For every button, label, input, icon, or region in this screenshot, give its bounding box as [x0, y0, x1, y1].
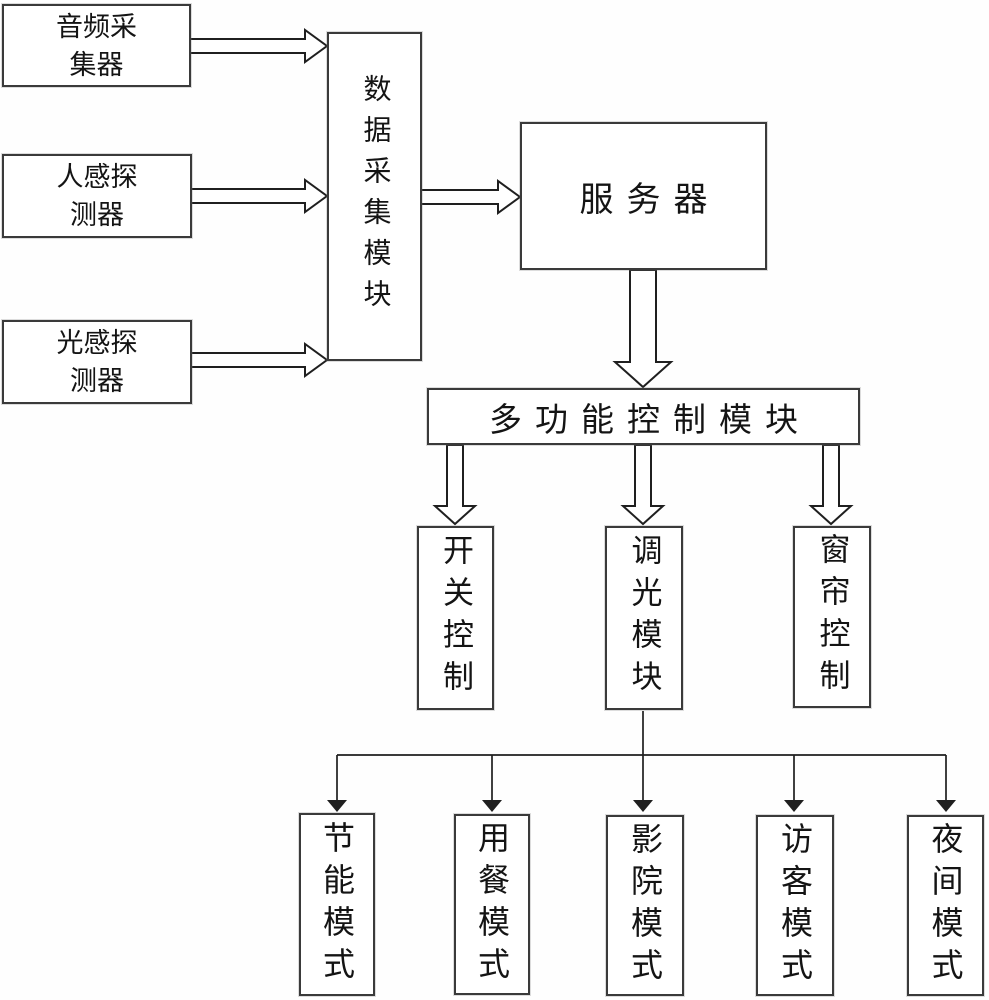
arrowhead-energy-saving: [327, 800, 347, 812]
node-switch-control: 开关控制: [417, 526, 494, 710]
node-light-sensor-label: 光感探 测器: [56, 328, 138, 396]
node-curtain-control-label: 窗帘控制: [814, 533, 850, 701]
arrow-light-sensor-to-data-module: [189, 342, 329, 378]
arrowhead-visitor: [784, 800, 804, 812]
node-audio-collector: 音频采 集器: [2, 4, 191, 87]
node-cinema-mode: 影院模式: [606, 815, 684, 996]
arrow-control-to-dimming: [620, 444, 666, 526]
node-server: 服务器: [520, 122, 767, 270]
node-human-sensor: 人感探 测器: [2, 154, 192, 238]
node-data-collection-module-label: 数据采集模块: [359, 73, 391, 320]
arrow-server-to-control-module: [612, 269, 674, 389]
node-multi-function-control-module-label: 多功能控制模块: [489, 402, 811, 439]
node-curtain-control: 窗帘控制: [793, 526, 871, 708]
arrow-data-module-to-server: [420, 179, 522, 215]
node-energy-saving-mode: 节能模式: [299, 813, 375, 996]
node-energy-saving-mode-label: 节能模式: [319, 820, 355, 989]
node-dimming-module: 调光模块: [605, 526, 683, 710]
node-dining-mode-label: 用餐模式: [474, 820, 510, 989]
node-switch-control-label: 开关控制: [438, 534, 473, 702]
arrow-human-sensor-to-data-module: [189, 178, 329, 214]
node-dining-mode: 用餐模式: [454, 814, 530, 995]
node-multi-function-control-module: 多功能控制模块: [427, 388, 860, 445]
arrow-control-to-curtain: [808, 444, 854, 526]
node-light-sensor: 光感探 测器: [2, 320, 192, 404]
arrowhead-night: [936, 800, 956, 812]
node-audio-collector-label: 音频采 集器: [56, 11, 137, 80]
arrow-control-to-switch: [432, 444, 478, 526]
node-dimming-module-label: 调光模块: [626, 534, 662, 702]
arrowhead-cinema: [633, 800, 653, 812]
arrowhead-dining: [482, 800, 502, 812]
connector-tree-lines: [336, 711, 947, 801]
node-cinema-mode-label: 影院模式: [627, 821, 663, 990]
node-data-collection-module: 数据采集模块: [327, 32, 422, 361]
node-visitor-mode-label: 访客模式: [777, 821, 813, 990]
arrow-audio-to-data-module: [189, 28, 329, 64]
node-night-mode: 夜间模式: [907, 815, 984, 996]
node-visitor-mode: 访客模式: [756, 815, 834, 996]
node-server-label: 服务器: [579, 181, 721, 219]
node-human-sensor-label: 人感探 测器: [56, 162, 138, 230]
node-night-mode-label: 夜间模式: [927, 821, 964, 990]
